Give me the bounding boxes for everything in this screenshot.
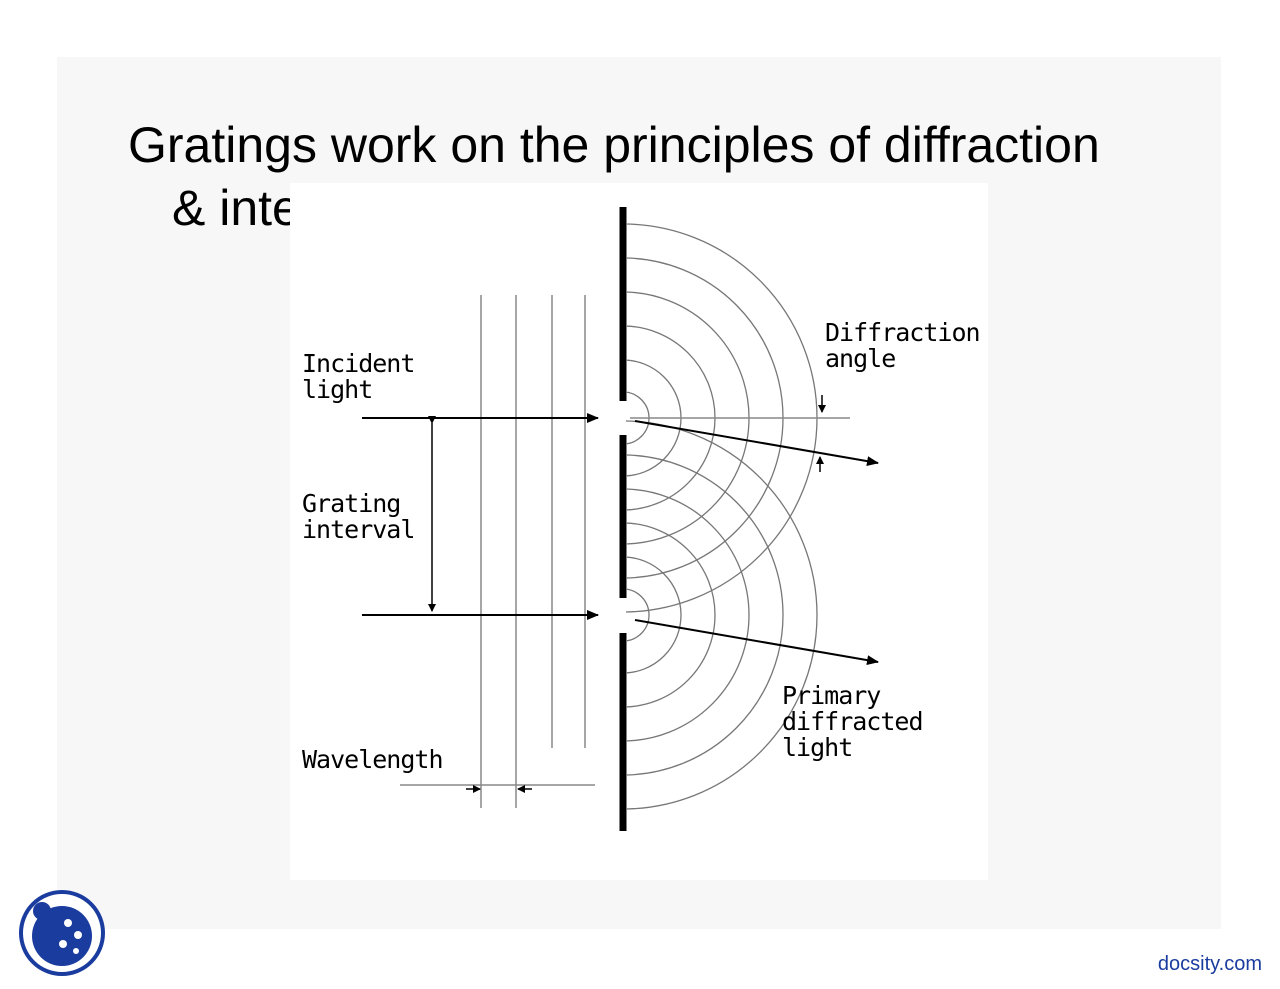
diffracted-rays bbox=[630, 417, 879, 666]
incident-wavefronts bbox=[480, 295, 586, 808]
wavelength-dimension bbox=[400, 784, 595, 793]
diffraction-angle-marks bbox=[816, 395, 826, 472]
incident-arrows bbox=[362, 413, 599, 620]
diffracted-ray-bottom bbox=[634, 619, 879, 666]
diagram-drawing bbox=[362, 207, 879, 831]
diffraction-angle-label: Diffraction angle bbox=[825, 318, 981, 373]
primary-diffracted-light-label: Primary diffracted light bbox=[782, 681, 924, 762]
grating-interval-label: Grating interval bbox=[302, 489, 415, 544]
diffraction-grating-diagram: Incident light Grating interval Waveleng… bbox=[290, 183, 988, 880]
docsity-ladybug-logo-icon[interactable] bbox=[18, 889, 106, 977]
docsity-link[interactable]: docsity.com bbox=[1157, 953, 1262, 975]
diffracted-ray-top bbox=[634, 420, 879, 467]
wavelength-label: Wavelength bbox=[302, 745, 444, 774]
title-line-1: Gratings work on the principles of diffr… bbox=[128, 117, 1100, 173]
incident-light-label: Incident light bbox=[302, 349, 415, 404]
